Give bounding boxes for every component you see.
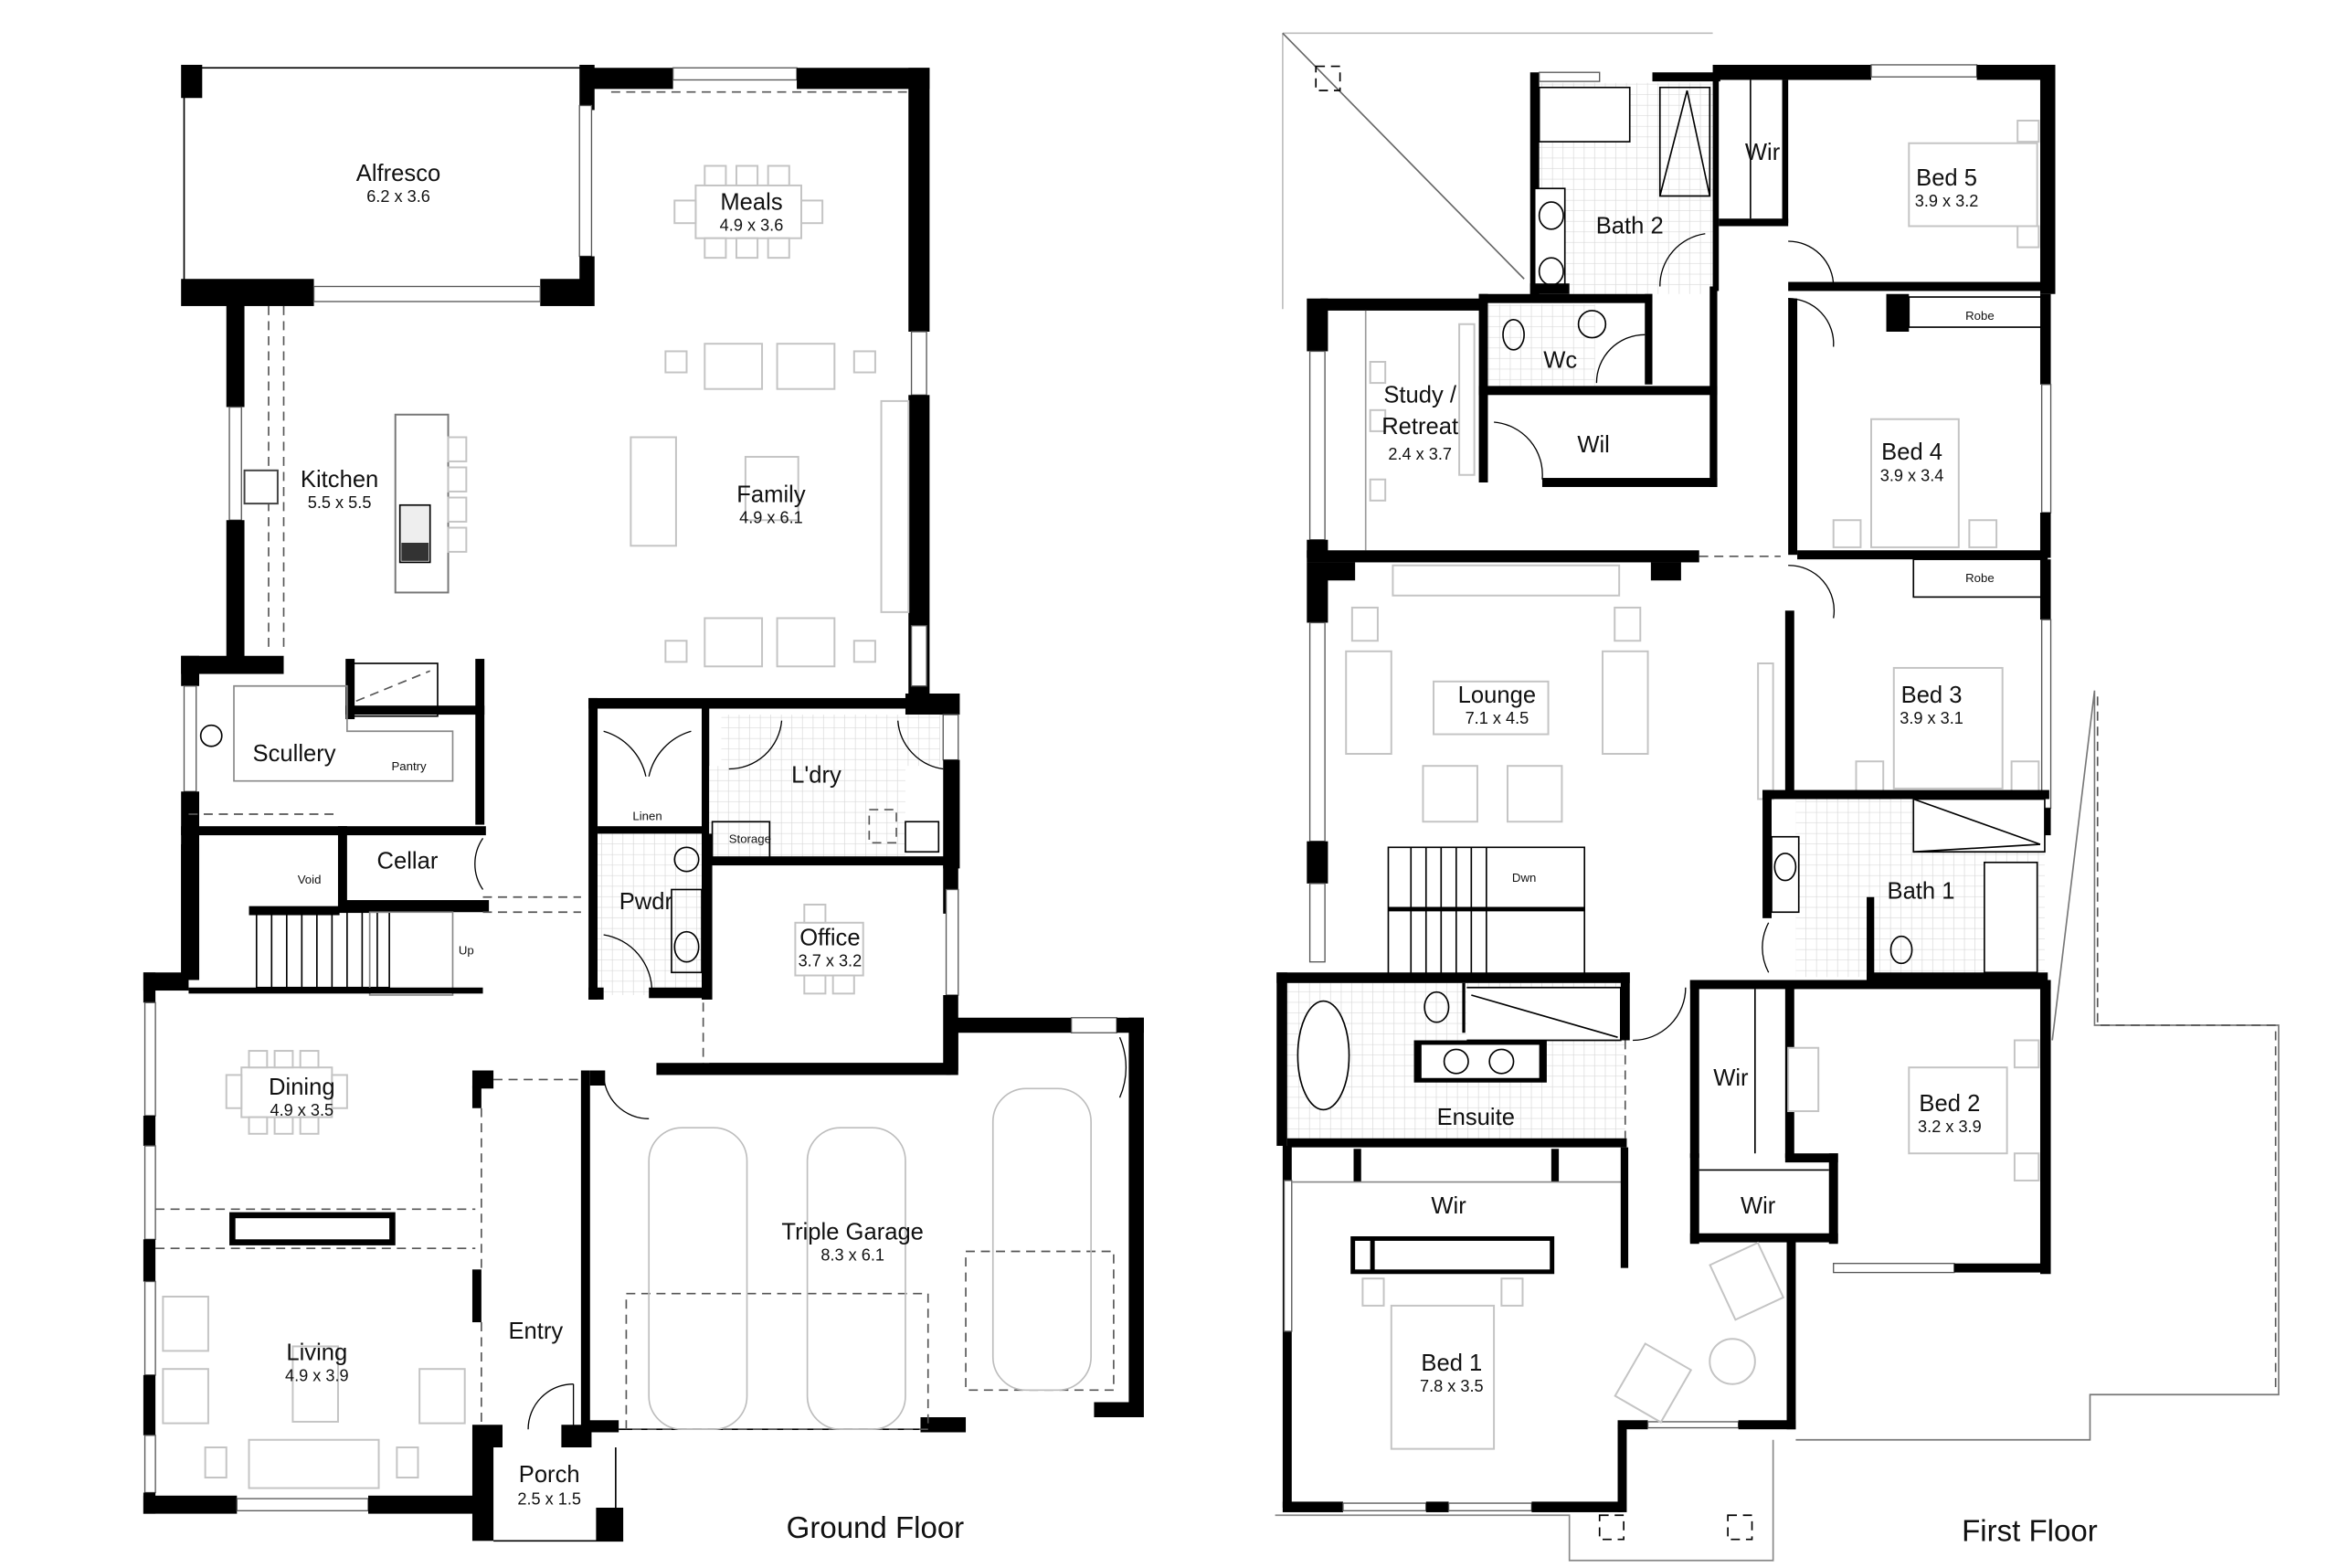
room-label-wir-bed1: Wir	[1431, 1193, 1466, 1219]
room-dim-garage: 8.3 x 6.1	[820, 1245, 884, 1264]
room-wir-bed2: Wir	[1689, 980, 1796, 1159]
room-dim-family: 4.9 x 6.1	[739, 509, 803, 527]
room-label-pantry: Pantry	[392, 759, 428, 773]
room-label-kitchen: Kitchen	[301, 467, 378, 493]
room-label-storage: Storage	[729, 832, 771, 845]
room-label-lounge: Lounge	[1458, 683, 1536, 708]
room-porch: Porch 2.5 x 1.5	[471, 1447, 624, 1542]
room-wil: Wil	[1478, 286, 1718, 487]
room-dim-meals: 4.9 x 3.6	[720, 216, 784, 234]
room-label-cellar: Cellar	[377, 848, 439, 874]
room-study: Study / Retreat 2.4 x 3.7	[1307, 298, 1487, 558]
room-dim-bed2: 3.2 x 3.9	[1918, 1118, 1982, 1136]
room-label-scullery: Scullery	[253, 741, 336, 767]
room-bed1: Wir Bed 1 7.8 x 3.5	[1282, 1146, 1796, 1512]
room-label-powder: Pwdr	[619, 889, 673, 915]
room-alfresco: Alfresco 6.2 x 3.6	[181, 64, 595, 306]
room-cellar: Cellar	[337, 826, 490, 913]
room-label-bed2: Bed 2	[1919, 1091, 1980, 1117]
room-meals-family: Meals 4.9 x 3.6 Family 4.9 x 6.1	[588, 67, 930, 697]
room-label-study-line2: Retreat	[1381, 414, 1458, 440]
room-label-wc: Wc	[1543, 348, 1577, 374]
room-dim-office: 3.7 x 3.2	[799, 952, 863, 970]
room-dining-living: Dining 4.9 x 3.5 Living 4.9 x 3.9	[143, 972, 483, 1514]
room-label-wil: Wil	[1577, 432, 1610, 458]
room-bed5: Bed 5 3.9 x 3.2	[1788, 64, 2056, 294]
room-bath2: Bath 2	[1529, 71, 1720, 296]
room-label-garage: Triple Garage	[781, 1219, 924, 1245]
room-wir-lower: Wir	[1689, 1153, 1838, 1245]
room-label-office: Office	[799, 926, 860, 951]
room-dim-kitchen: 5.5 x 5.5	[308, 493, 372, 512]
room-dim-porch: 2.5 x 1.5	[517, 1490, 581, 1509]
room-label-wir-bed2: Wir	[1713, 1065, 1749, 1091]
room-lounge: Lounge 7.1 x 4.5 Dwn	[1307, 550, 1836, 981]
room-kitchen: Kitchen 5.5 x 5.5	[226, 302, 468, 660]
roof-outline-top	[1282, 32, 1713, 310]
room-label-bath1: Bath 1	[1888, 878, 1955, 904]
room-dim-dining: 4.9 x 3.5	[270, 1101, 334, 1119]
room-label-living: Living	[286, 1340, 347, 1365]
room-label-robe-bed4: Robe	[1965, 309, 1995, 323]
room-label-bed4: Bed 4	[1881, 440, 1942, 465]
room-garage: Triple Garage 8.3 x 6.1	[588, 1017, 1144, 1433]
room-label-linen: Linen	[632, 810, 661, 823]
room-label-study-line1: Study /	[1383, 383, 1457, 408]
room-dim-bed5: 3.9 x 3.2	[1915, 192, 1979, 210]
room-dim-living: 4.9 x 3.9	[285, 1366, 349, 1384]
room-label-ensuite: Ensuite	[1437, 1105, 1515, 1130]
room-dim-alfresco: 6.2 x 3.6	[366, 187, 430, 206]
room-entry: Entry	[471, 1070, 592, 1447]
room-dim-study: 2.4 x 3.7	[1388, 445, 1452, 463]
room-bath1: Bath 1	[1762, 789, 2049, 982]
stairs-down-label: Dwn	[1512, 871, 1536, 885]
room-bed2: Bed 2 3.2 x 3.9	[1784, 980, 2051, 1275]
room-label-bath2: Bath 2	[1596, 214, 1664, 239]
first-floor: Bath 2 Wir Bed 5 3.9 x 3.2	[1275, 32, 2280, 1562]
first-floor-title: First Floor	[1962, 1513, 2098, 1547]
room-label-laundry: L'dry	[791, 762, 841, 788]
room-label-wir-lower: Wir	[1741, 1193, 1776, 1219]
roof-outline-lower	[1275, 690, 2280, 1562]
room-label-void: Void	[298, 873, 322, 886]
room-label-bed1: Bed 1	[1421, 1351, 1482, 1376]
ground-floor: Alfresco 6.2 x 3.6 Meals 4.9 x 3.6	[143, 64, 1144, 1544]
room-label-family: Family	[736, 482, 806, 507]
room-wir-bed5: Wir	[1712, 64, 1871, 291]
room-dim-lounge: 7.1 x 4.5	[1466, 709, 1529, 727]
room-dim-bed1: 7.8 x 3.5	[1420, 1377, 1484, 1395]
room-label-meals: Meals	[720, 189, 782, 215]
room-label-wir-bed5: Wir	[1745, 140, 1781, 165]
room-label-bed5: Bed 5	[1916, 165, 1977, 191]
room-label-alfresco: Alfresco	[356, 161, 440, 186]
room-dim-bed4: 3.9 x 3.4	[1880, 466, 1944, 484]
room-laundry: Linen L'dry Storage	[588, 694, 960, 1000]
room-office: Office 3.7 x 3.2	[702, 865, 959, 1074]
room-bed4: Robe Bed 4 3.9 x 3.4	[1788, 293, 2052, 560]
room-label-entry: Entry	[508, 1319, 563, 1344]
room-dim-bed3: 3.9 x 3.1	[1900, 709, 1963, 727]
room-powder: Pwdr	[588, 833, 713, 1000]
room-label-bed3: Bed 3	[1901, 683, 1963, 708]
room-label-robe-bed3: Robe	[1965, 571, 1995, 585]
ground-floor-title: Ground Floor	[787, 1510, 965, 1544]
stairs-up-label: Up	[459, 943, 474, 957]
room-label-porch: Porch	[519, 1462, 580, 1488]
room-label-dining: Dining	[269, 1075, 335, 1100]
room-void-stairs: Void Up	[181, 844, 581, 996]
room-ensuite: Ensuite	[1276, 972, 1687, 1148]
